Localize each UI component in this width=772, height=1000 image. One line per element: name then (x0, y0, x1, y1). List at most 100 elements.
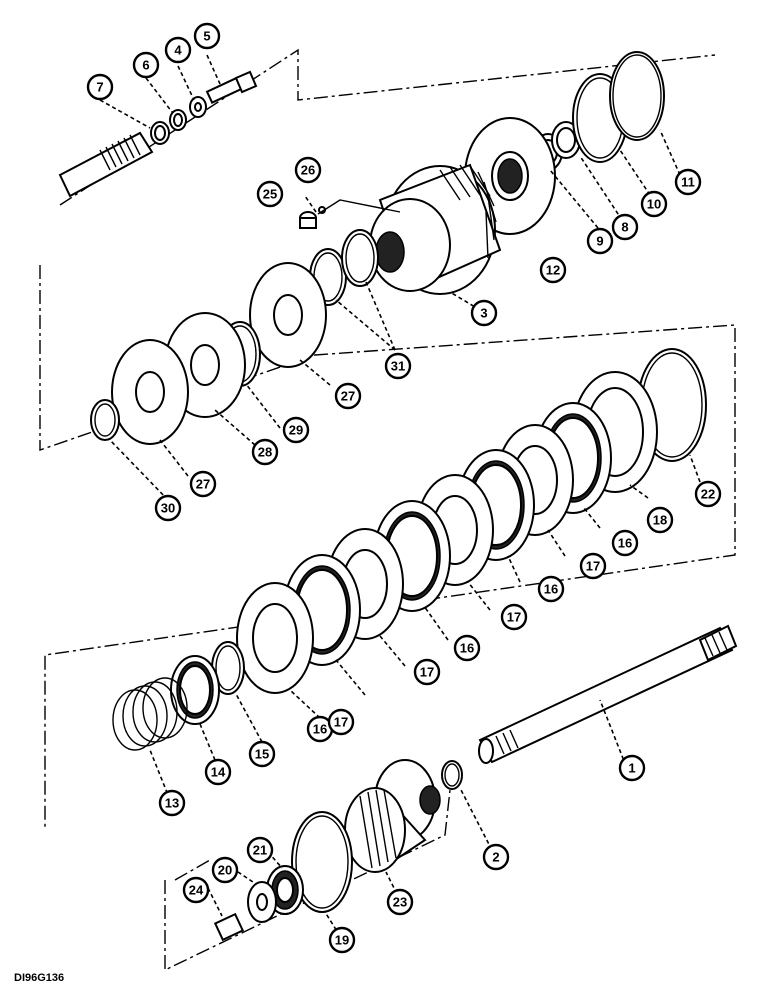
snap-ring-11 (609, 51, 665, 141)
callout-17c: 17 (413, 658, 441, 686)
callout-24: 24 (182, 876, 210, 904)
callout-label: 16 (313, 722, 327, 737)
callout-label: 19 (335, 933, 349, 948)
callout-label: 18 (653, 513, 667, 528)
callout-label: 21 (253, 843, 267, 858)
callout-label: 2 (492, 850, 499, 865)
callout-label: 28 (258, 445, 272, 460)
snap-ring-30 (90, 399, 120, 441)
callout-label: 13 (165, 796, 179, 811)
callout-label: 8 (621, 220, 628, 235)
callout-16c: 16 (453, 634, 481, 662)
callout-label: 12 (546, 263, 560, 278)
steel-plate-17d (236, 582, 314, 694)
callout-31: 31 (384, 352, 412, 380)
callout-11: 11 (674, 168, 702, 196)
callout-26: 26 (294, 156, 322, 184)
hub-23 (344, 759, 441, 873)
callout-21: 21 (246, 836, 274, 864)
callout-label: 1 (628, 761, 635, 776)
callout-30: 30 (154, 494, 182, 522)
callout-label: 15 (255, 747, 269, 762)
callout-label: 31 (391, 359, 405, 374)
washer-20 (247, 881, 277, 923)
callout-3: 3 (470, 299, 498, 327)
clutch-housing-3 (369, 163, 502, 295)
callout-label: 27 (341, 389, 355, 404)
plate-27-lower (111, 339, 189, 445)
spring-13 (112, 677, 188, 751)
upper-shaft (58, 131, 154, 198)
callout-label: 7 (96, 80, 103, 95)
callout-label: 16 (460, 641, 474, 656)
needle-bearing-24 (213, 912, 245, 942)
callout-14: 14 (204, 758, 232, 786)
callout-13: 13 (158, 789, 186, 817)
callout-label: 23 (393, 895, 407, 910)
callout-8: 8 (611, 213, 639, 241)
callout-label: 17 (507, 610, 521, 625)
callout-20: 20 (211, 856, 239, 884)
callout-25: 25 (256, 180, 284, 208)
plate-27-upper (249, 262, 327, 368)
callout-label: 11 (681, 175, 695, 190)
callout-5: 5 (193, 22, 221, 50)
callout-label: 17 (420, 665, 434, 680)
callout-16b: 16 (537, 575, 565, 603)
callout-label: 16 (618, 536, 632, 551)
callout-label: 30 (161, 501, 175, 516)
callout-1: 1 (618, 754, 646, 782)
ring-8 (551, 121, 581, 159)
snap-ring-31b (341, 229, 379, 287)
main-shaft-1 (478, 624, 738, 764)
callout-label: 26 (301, 163, 315, 178)
washer-7 (150, 121, 170, 145)
callout-6: 6 (132, 51, 160, 79)
callout-18: 18 (646, 506, 674, 534)
callout-23: 23 (386, 888, 414, 916)
callout-label: 29 (289, 423, 303, 438)
callout-label: 6 (142, 58, 149, 73)
washer-6 (169, 109, 187, 131)
callout-label: 10 (647, 197, 661, 212)
callout-7: 7 (86, 73, 114, 101)
ring-19 (291, 811, 353, 913)
drawing-code-label: DI96G136 (14, 972, 65, 984)
callout-19: 19 (328, 926, 356, 954)
callout-27-lower: 27 (189, 470, 217, 498)
callout-label: 9 (596, 234, 603, 249)
callout-label: 22 (701, 487, 715, 502)
callout-15: 15 (248, 740, 276, 768)
callout-label: 14 (211, 765, 226, 780)
callout-label: 5 (203, 29, 210, 44)
callout-2: 2 (482, 843, 510, 871)
callout-label: 27 (196, 477, 210, 492)
seal-14 (170, 655, 220, 725)
callout-22: 22 (694, 480, 722, 508)
bolt-5 (205, 70, 258, 104)
callout-label: 3 (480, 306, 487, 321)
washer-4 (189, 96, 207, 118)
callout-label: 17 (586, 559, 600, 574)
callout-9: 9 (586, 227, 614, 255)
callout-17d: 17 (327, 708, 355, 736)
leader-lines (99, 54, 701, 937)
callout-4: 4 (164, 36, 192, 64)
callout-16a: 16 (611, 529, 639, 557)
callout-label: 17 (334, 715, 348, 730)
callout-27-upper: 27 (334, 382, 362, 410)
callout-17b: 17 (500, 603, 528, 631)
callout-label: 4 (174, 43, 182, 58)
callout-10: 10 (640, 190, 668, 218)
callout-label: 24 (189, 883, 204, 898)
pin-25 (299, 211, 317, 229)
callout-12: 12 (539, 256, 567, 284)
callout-29: 29 (282, 416, 310, 444)
callout-28: 28 (251, 438, 279, 466)
callout-label: 20 (218, 863, 232, 878)
callout-label: 16 (544, 582, 558, 597)
callout-17a: 17 (579, 552, 607, 580)
callout-label: 25 (263, 187, 277, 202)
snap-ring-2 (441, 760, 463, 790)
